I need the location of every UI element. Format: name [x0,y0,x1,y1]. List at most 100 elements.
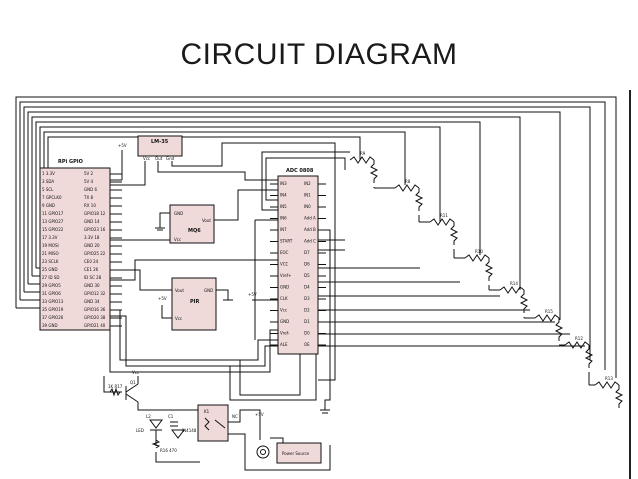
adc-left-pin: IN5 [280,204,287,209]
resistor [564,341,590,349]
resistor [534,314,560,322]
adc-left-pin: EOC [280,250,289,255]
resistor-vertical [369,160,379,183]
relay-nc-label: NC [232,414,238,419]
rpi-left-pin: 33 GPIO13 [42,299,64,304]
resistor-label: R10 [475,249,483,254]
pir-pin-vcc: Vcc [175,316,182,321]
rpi-left-pin: 23 SCLK [42,259,59,264]
relay-label: K1 [204,409,210,414]
page-title: CIRCUIT DIAGRAM [180,38,458,71]
resistor-label: R9 [360,151,366,156]
adc-left-pin: IN4 [280,193,287,198]
mq6-label: MQ6 [188,228,201,234]
adc-right-pin: OE [304,342,310,347]
resistor-label: R8 [405,179,411,184]
resistor-vertical [554,318,564,341]
rpi-left-pin: 29 GPIO5 [42,283,61,288]
rpi-left-pin: 9 GND [42,203,55,208]
resistor-vertical [484,258,494,281]
rpi-left-pin: 25 GND [42,267,58,272]
adc-left-pin: CLK [280,296,288,301]
adc-right-pin: Add C [304,239,316,244]
adc-left-pin: START [280,239,293,244]
resistor-vertical [519,290,529,313]
adc-right-pin: D6 [304,262,310,267]
adc-left-pin: VCC [280,262,289,267]
adc-left-pin: IN6 [280,216,287,221]
pir-sensor: Vout GND Vcc PIR +5V [110,269,233,331]
adc-right-pin: IN0 [304,204,311,209]
rpi-left-pin: 17 3.3V [42,235,58,240]
rpi-left-pin: 21 MISO [42,251,59,256]
adc-right-pin: D1 [304,319,310,324]
relay-k1: K1 NC [197,404,331,471]
adc-right-pin: D2 [304,308,310,313]
vcc-label-3: +5V [248,292,257,297]
adc-right-pin: D0 [304,331,310,336]
rpi-right-pin: GPIO18 12 [84,211,106,216]
adc-left-pin: GND [280,285,289,290]
diode-part-label: IN4148 [182,428,197,433]
resistor-r16-label: R16 470 [160,448,177,453]
rpi-right-pin: 3.3V 18 [84,235,100,240]
rpi-right-pin: CE1 26 [84,267,99,272]
vcc-label-4: +5V [255,412,264,417]
adc-right-pin: D4 [304,285,310,290]
vcc-label-1: +5V [118,143,127,148]
transistor-vcc-label: Vcc [132,370,139,375]
pir-label: PIR [190,299,200,305]
rpi-left-pin: 11 GPIO17 [42,211,64,216]
pir-pin-vout: Vout [175,288,184,293]
lm35-label: LM-35 [151,139,169,145]
lm35-pin-gnd: Gnd [166,156,175,161]
adc-left-pin: Vref+ [280,273,292,278]
rpi-right-pin: TX 8 [83,195,93,200]
adc-right-pin: Add A [304,216,316,221]
adc-left-pin: ALE [280,342,288,347]
lm35-pin-out: Out [155,156,163,161]
adc-left-pin: IN3 [280,181,287,186]
rpi-right-pin: GND 34 [84,299,100,304]
c1-label: C1 [168,414,174,419]
adc-left-pin: IN7 [280,227,287,232]
rpi-left-pin: 13 GPIO27 [42,219,64,224]
rpi-right-pin: RX 10 [84,203,96,208]
rpi-label: RPi GPIO [58,159,83,165]
rpi-left-pin: 19 MOSI [42,243,59,248]
power-source-label: Power Source [282,451,310,456]
rpi-left-pin: 31 GPIO6 [42,291,61,296]
led-label: LED [136,428,144,433]
rpi-left-pin: 7 GPCLK0 [42,195,62,200]
resistor-vertical [414,188,424,211]
rpi-right-pin: CE0 24 [84,259,99,264]
lm35-pin-vcc: Vcc [143,156,150,161]
rpi-left-pin: 15 GPIO22 [42,227,64,232]
rpi-right-pin: 5V 4 [84,179,94,184]
adc-right-pin: D7 [304,250,310,255]
led-diode-group: L2 LED C1 IN4148 R16 470 [136,414,200,463]
lm35-sensor: LM-35 Vcc Out Gnd [110,135,336,381]
resistor-label: R12 [575,336,583,341]
adc-label: ADC 0808 [286,168,314,174]
resistor-vertical [584,345,594,368]
mq6-sensor: GND Vout Vcc MQ6 [110,189,278,244]
rpi-right-pin: GPIO12 32 [84,291,106,296]
resistor-label: R13 [605,376,613,381]
resistor-label: R11 [440,213,448,218]
adc-left-pins: IN3IN4IN5IN6IN7STARTEOCVCCVref+GNDCLKVcc… [270,181,293,347]
rpi-right-pin: GPIO21 40 [84,323,106,328]
transistor-resistor-label: 1K R17 [108,384,123,389]
rpi-right-pin: GPIO16 36 [84,307,106,312]
rpi-left-pin: 1 3.3V [42,171,55,176]
rpi-left-pin: 5 SCL [42,187,54,192]
rpi-left-pin: 39 GND [42,323,58,328]
rpi-right-pin: GND 20 [84,243,100,248]
rpi-right-pin: GPIO25 22 [84,251,106,256]
